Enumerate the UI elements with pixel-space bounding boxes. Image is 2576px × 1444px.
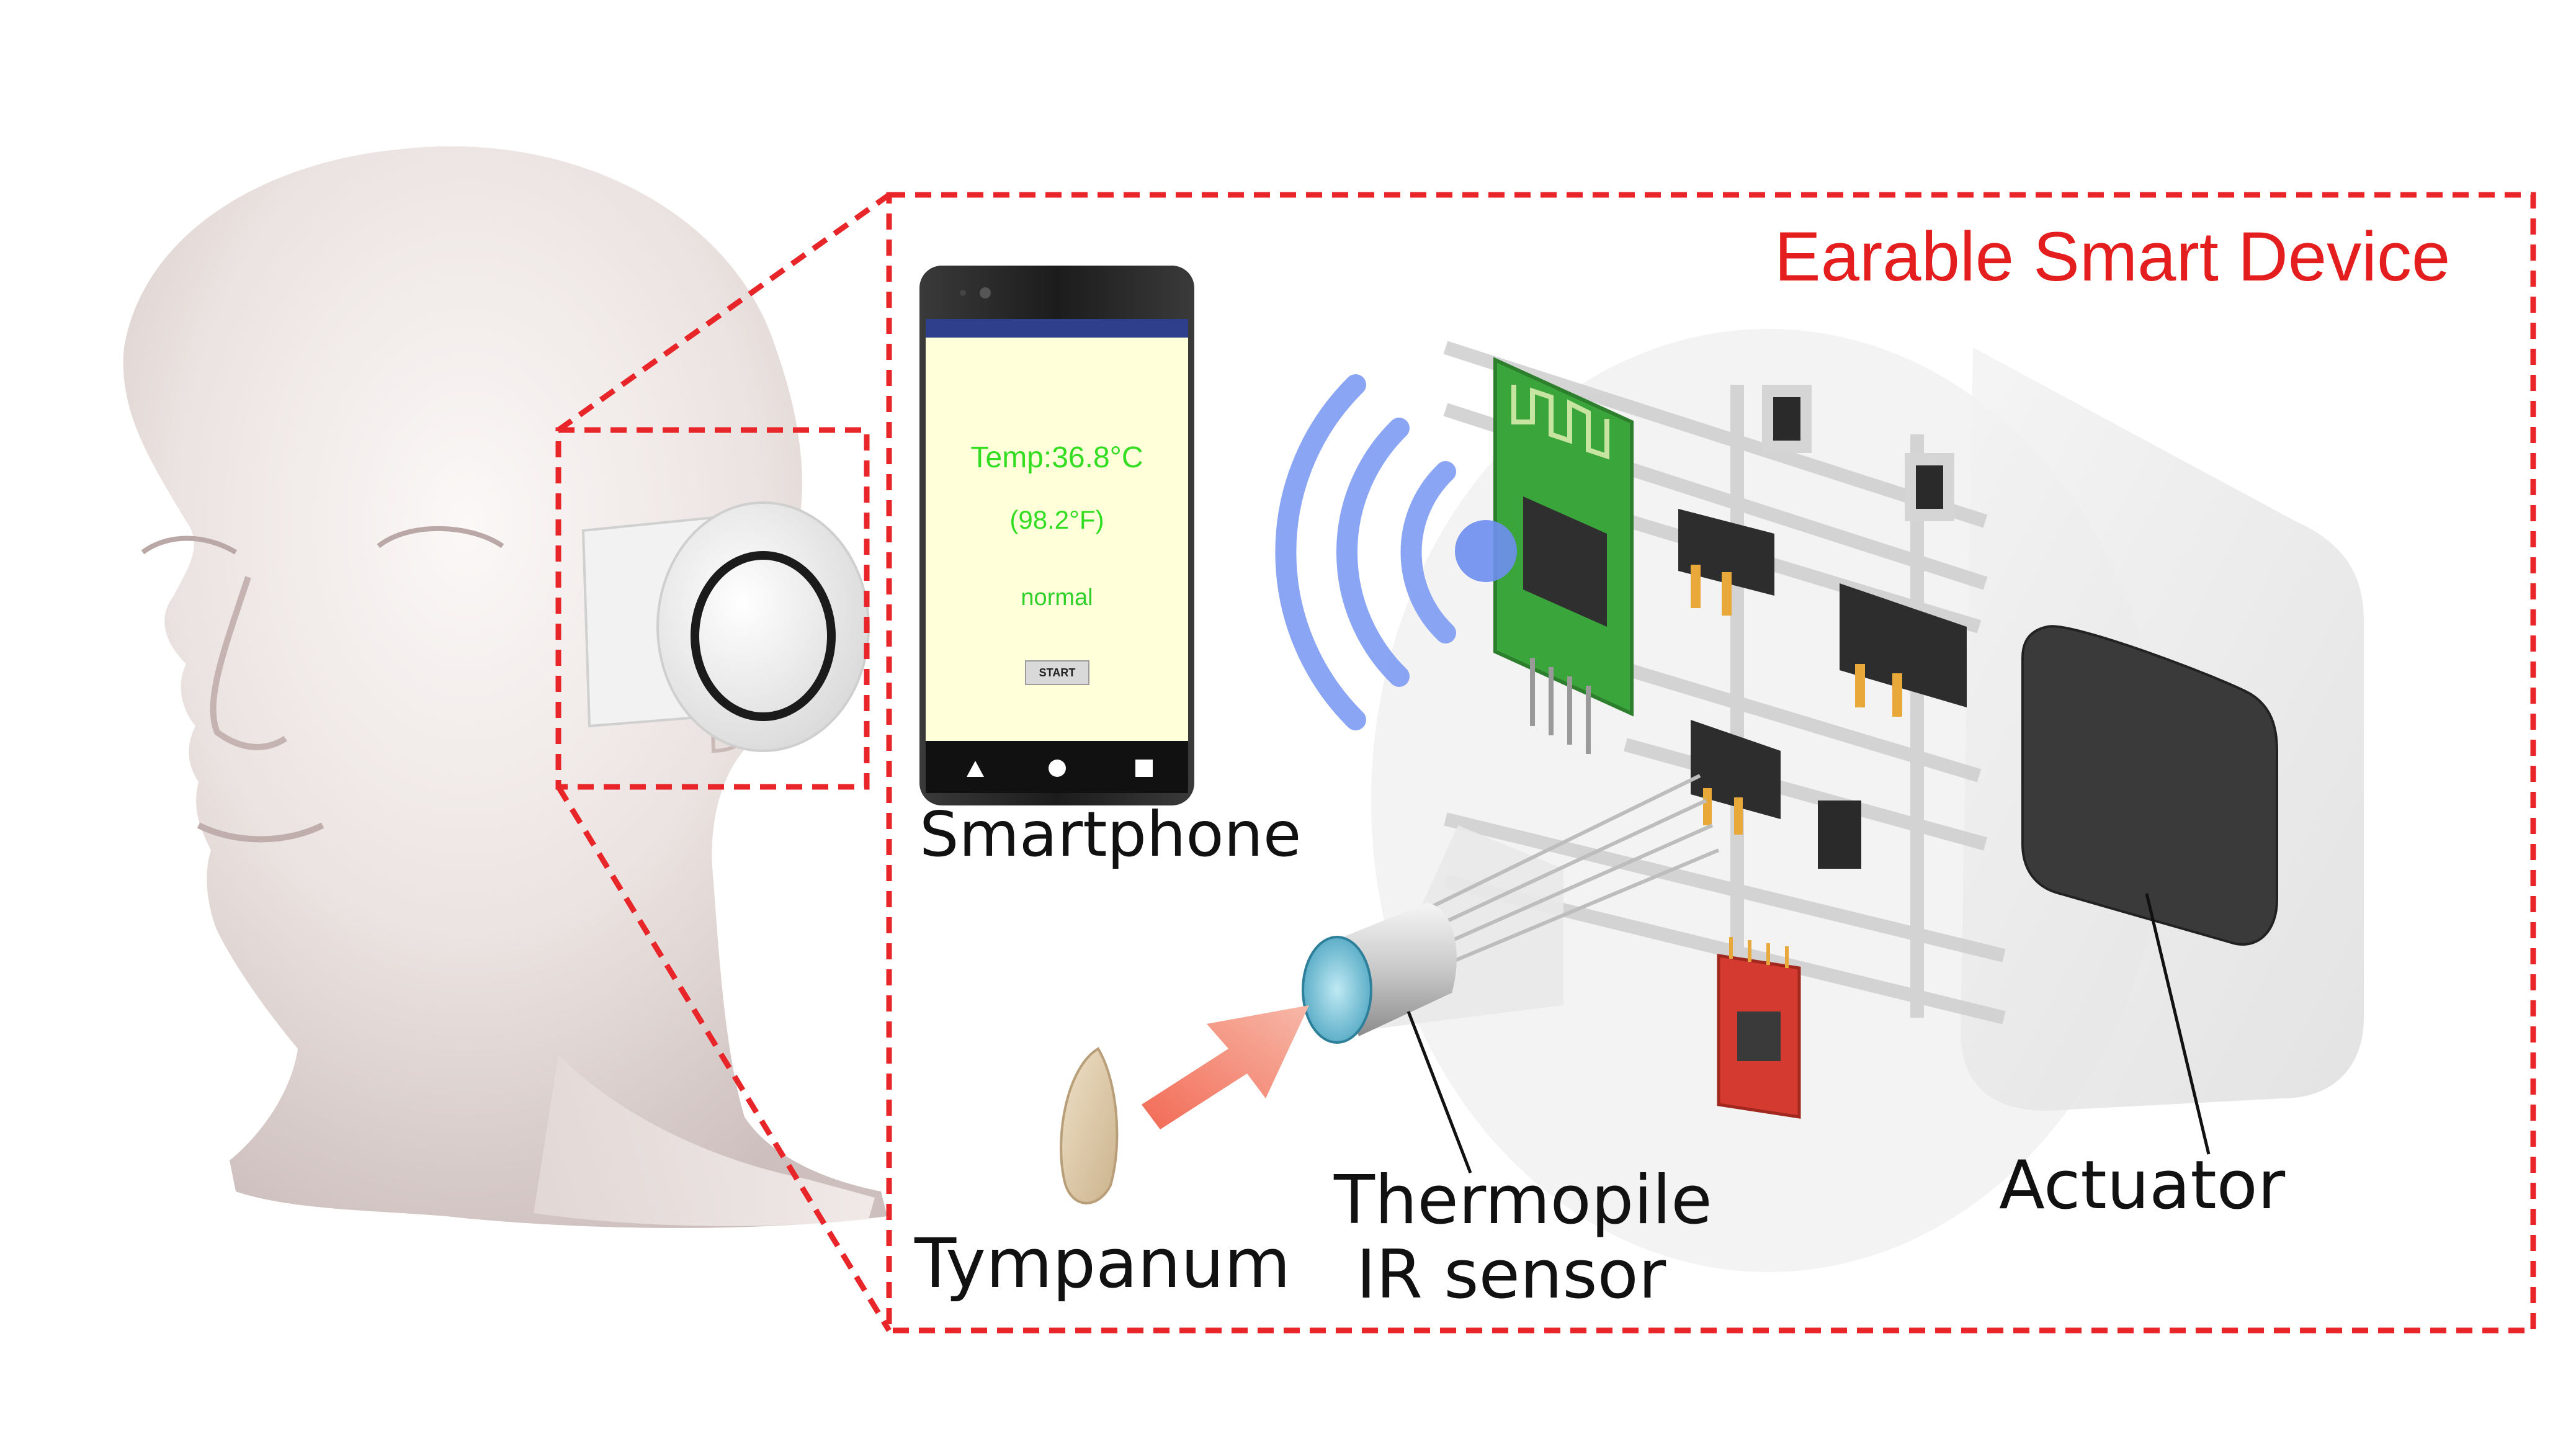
transistor-chips [1678, 509, 1967, 869]
ir-radiation-arrow [1142, 1005, 1309, 1129]
pcb-pins [1530, 658, 1591, 754]
tympanum-label: Tympanum [915, 1224, 1291, 1303]
callout-connector-bottom [556, 785, 892, 1332]
front-camera-icon [980, 287, 991, 298]
actuator-leader [2145, 893, 2211, 1155]
mouth [197, 822, 324, 843]
actuator-label: Actuator [1999, 1147, 2286, 1224]
actuator-block [2021, 625, 2278, 946]
temperature-fahrenheit: (98.2°F) [1009, 505, 1104, 534]
head-silhouette [123, 146, 887, 1228]
wifi-waves-icon [1275, 374, 1517, 730]
tympanum-shape [1060, 1047, 1119, 1204]
phone-screen-content: Temp:36.8°C (98.2°F) normal START [926, 338, 1188, 741]
leader-lines [1407, 893, 2211, 1173]
sensor-leader [1407, 1011, 1472, 1173]
neck [534, 1055, 875, 1226]
temperature-status: normal [1021, 585, 1093, 611]
callout-lines [555, 192, 2536, 1334]
bluetooth-module [1493, 357, 1634, 754]
earbud-ring [691, 551, 836, 721]
nose [210, 576, 287, 750]
callout-connector-top [557, 192, 891, 433]
antenna-trace [1511, 385, 1609, 460]
circle-home-icon[interactable] [1049, 760, 1066, 777]
triangle-back-icon[interactable] [967, 761, 984, 777]
earbud-on-ear [581, 501, 870, 752]
thermopile-sensor [1302, 903, 1457, 1044]
wave-source-dot [1455, 520, 1517, 582]
start-button[interactable]: START [1025, 660, 1089, 685]
small-callout-box [555, 427, 870, 790]
eye-right [377, 526, 504, 549]
diagram-title: Earable Smart Device [1774, 218, 2451, 295]
phone-status-bar [926, 319, 1188, 338]
sensor-wires [1432, 774, 1720, 964]
temperature-celsius: Temp:36.8°C [970, 441, 1143, 474]
bluetooth-chip [1523, 496, 1607, 627]
sensor-label-line2: IR sensor [1356, 1236, 1666, 1314]
eye-left [141, 536, 238, 555]
red-pcb-module [1717, 937, 1801, 1119]
smartphone-label: Smartphone [919, 798, 1302, 871]
large-callout-box [886, 192, 2536, 1334]
top-switches [1762, 385, 1954, 521]
frame-rails [1443, 341, 2006, 1025]
sensor-label-line1: Thermopile [1334, 1162, 1712, 1239]
device-schematic [1302, 329, 2364, 1272]
square-recent-icon[interactable] [1135, 760, 1153, 777]
